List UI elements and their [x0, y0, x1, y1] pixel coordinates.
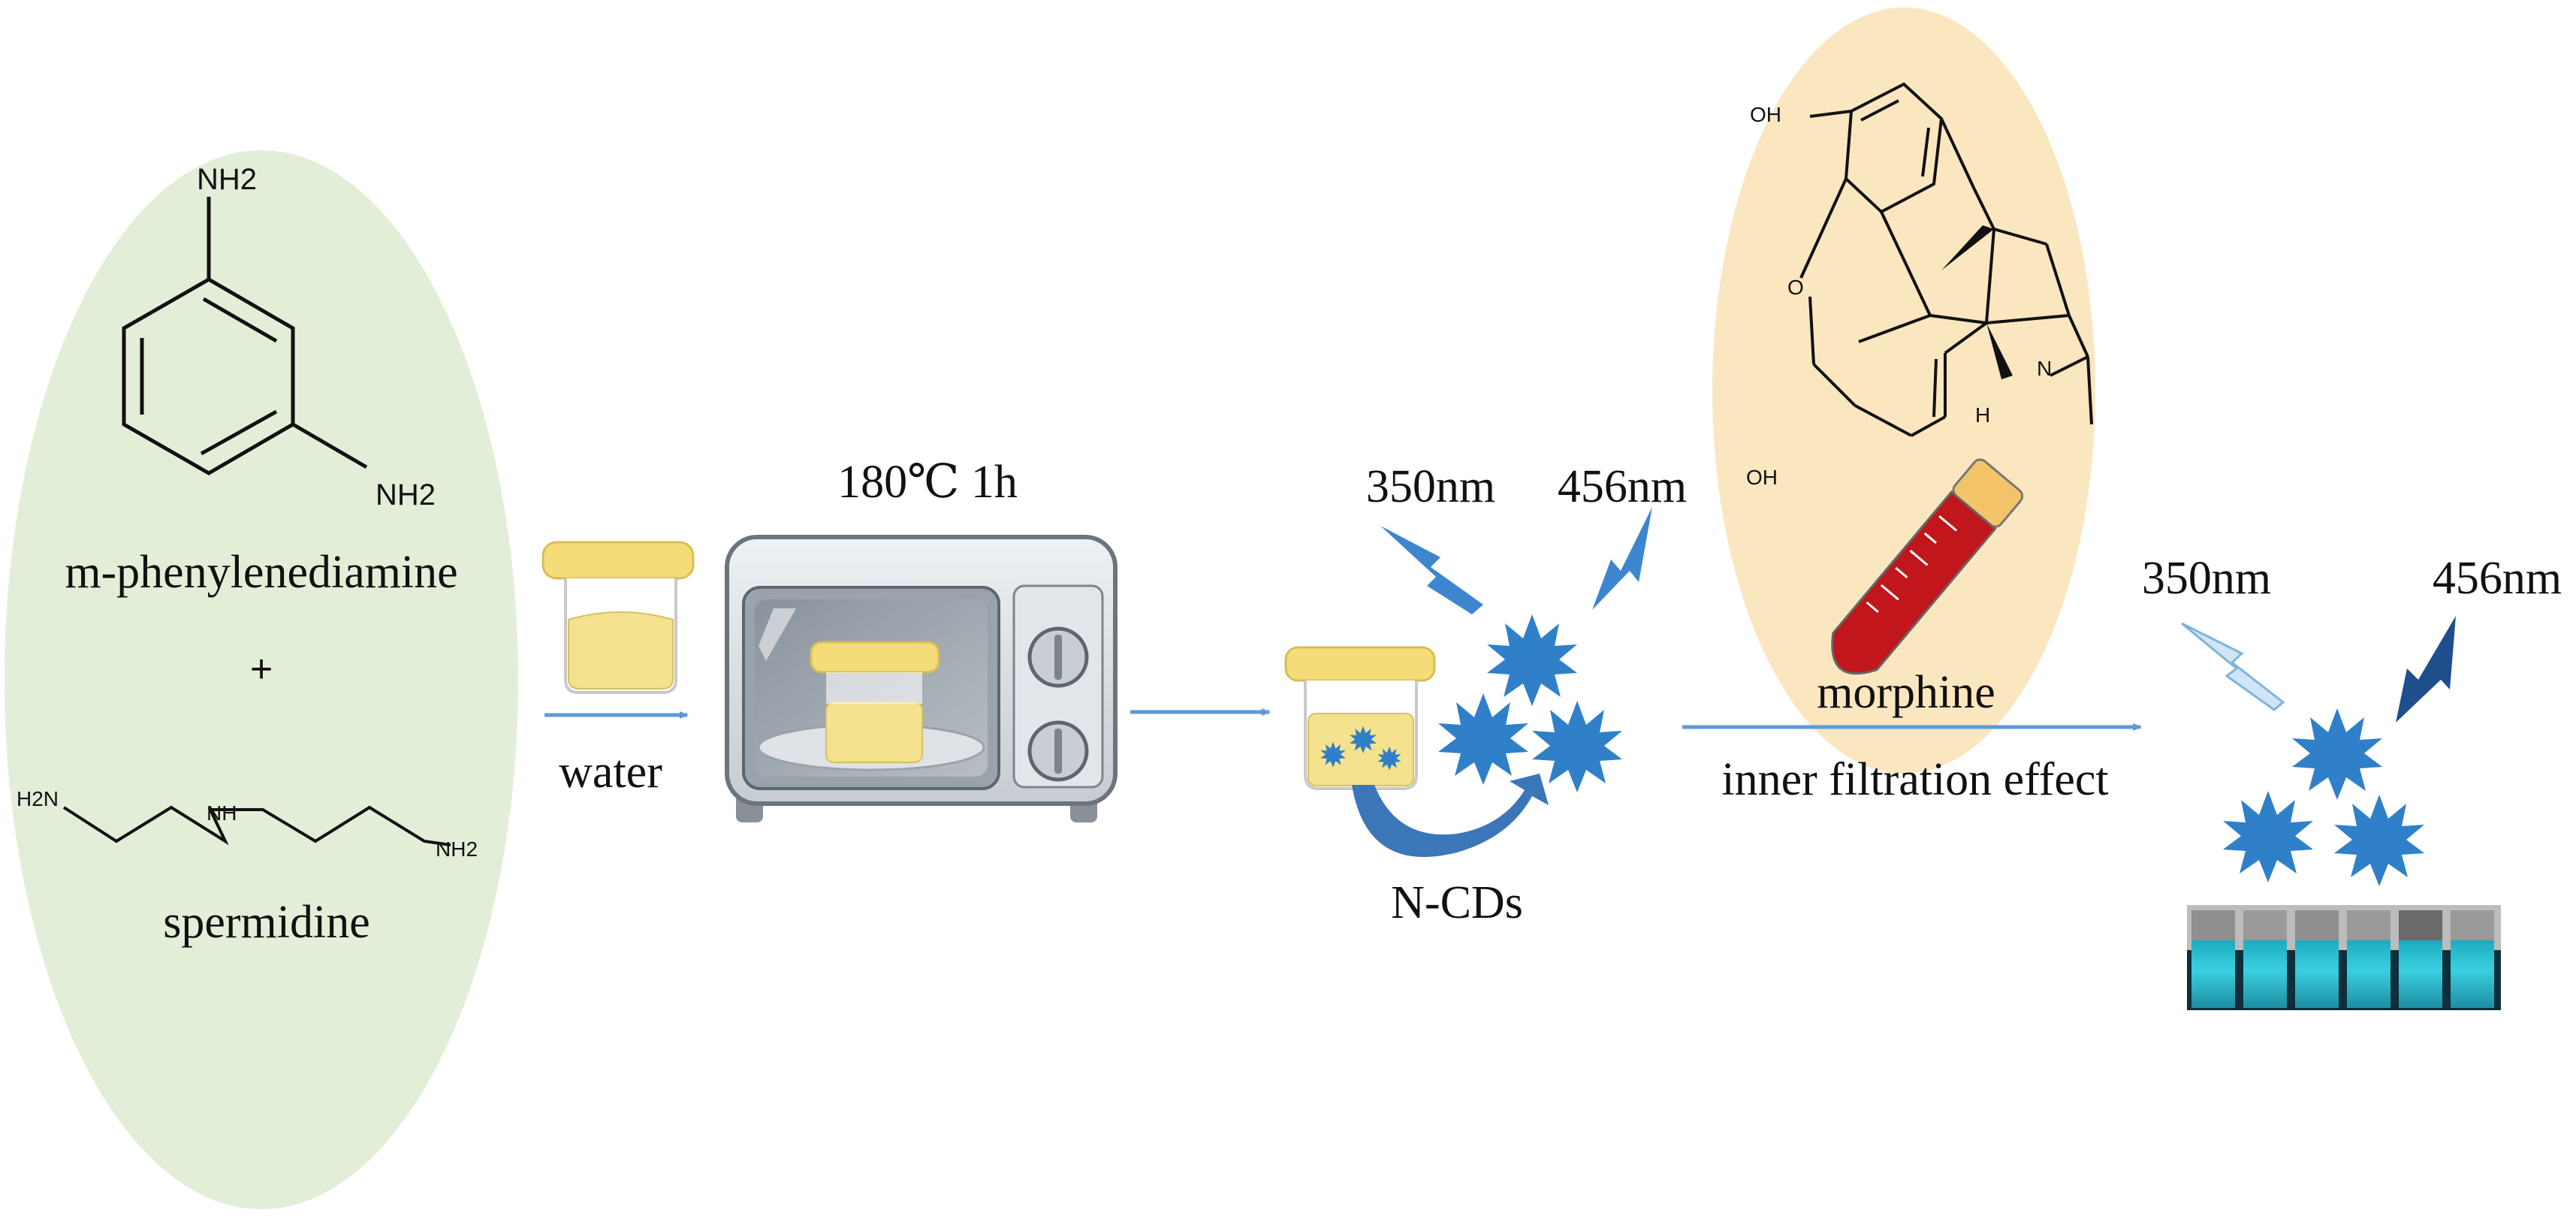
inner-beaker-solution	[825, 702, 923, 763]
compound-name-2: spermidine	[163, 897, 370, 948]
detection-star-2	[2223, 791, 2313, 883]
dot-star-large-2	[1438, 693, 1528, 785]
amine-label-top: NH2	[197, 163, 257, 196]
compound-name-1: m-phenylenediamine	[65, 547, 457, 598]
analyte-label: morphine	[1817, 667, 1995, 718]
analyte-ellipse	[1712, 8, 2095, 774]
morphine-oh-top: OH	[1750, 103, 1781, 126]
amine-label-side: NH2	[376, 478, 436, 511]
microwave-oven	[725, 535, 1118, 822]
reactants-group: NH2 NH2 m-phenylenediamine + H2N NH NH2 …	[5, 150, 518, 1209]
morphine-n-atom: N	[2037, 357, 2052, 380]
cuvette	[2243, 939, 2287, 1008]
dot-star-large-3	[1532, 701, 1622, 792]
curved-release-arrow	[1352, 774, 1549, 857]
excitation-bolt-product	[1380, 526, 1483, 614]
spermidine-nh: NH	[207, 801, 237, 825]
dot-star-large-1	[1487, 614, 1577, 706]
beaker-solution	[568, 611, 674, 689]
spermidine-nh2: NH2	[436, 837, 478, 861]
morphine-wedge-2	[1986, 323, 2013, 379]
m-phenylenediamine-structure	[122, 197, 368, 475]
beaker-water	[541, 541, 695, 694]
mechanism-label: inner filtration effect	[1721, 754, 2108, 805]
spermidine-structure	[62, 805, 451, 846]
product-emission-label: 456nm	[1558, 461, 1687, 512]
beaker-lid	[541, 541, 695, 580]
cuvette	[2191, 939, 2235, 1008]
solvent-label: water	[559, 747, 662, 798]
cuvette	[2295, 939, 2339, 1008]
detection-star-1	[2292, 708, 2382, 800]
cuvette	[2451, 939, 2494, 1008]
cuvette-photo	[2187, 905, 2501, 1010]
product-beaker-lid	[1284, 646, 1436, 682]
detection-star-3	[2334, 795, 2424, 886]
morphine-oh-bottom: OH	[1746, 466, 1778, 489]
product-beaker	[1284, 646, 1436, 790]
inner-beaker-lid	[810, 641, 940, 674]
product-label: N-CDs	[1391, 877, 1523, 928]
morphine-wedge-1	[1941, 225, 1994, 270]
cuvette	[2347, 939, 2390, 1008]
morphine-structure	[1799, 82, 2093, 437]
emission-bolt-product	[1592, 507, 1652, 610]
morphine-h-atom: H	[1975, 403, 1990, 427]
emission-bolt-detection	[2396, 616, 2456, 723]
product-beaker-solution	[1308, 713, 1414, 786]
product-excitation-label: 350nm	[1366, 461, 1495, 512]
detection-emission-label: 456nm	[2433, 553, 2562, 604]
plus-sign: +	[250, 647, 273, 691]
spermidine-h2n: H2N	[17, 787, 59, 810]
cuvette-row	[2191, 939, 2494, 1008]
blood-tube	[1831, 458, 2024, 675]
reactant-ellipse	[5, 150, 518, 1209]
detection-excitation-label: 350nm	[2142, 553, 2271, 604]
reaction-condition: 180℃ 1h	[837, 457, 1018, 508]
cuvette	[2399, 939, 2442, 1008]
morphine-o-ring: O	[1787, 276, 1804, 299]
excitation-bolt-detection	[2181, 622, 2285, 711]
